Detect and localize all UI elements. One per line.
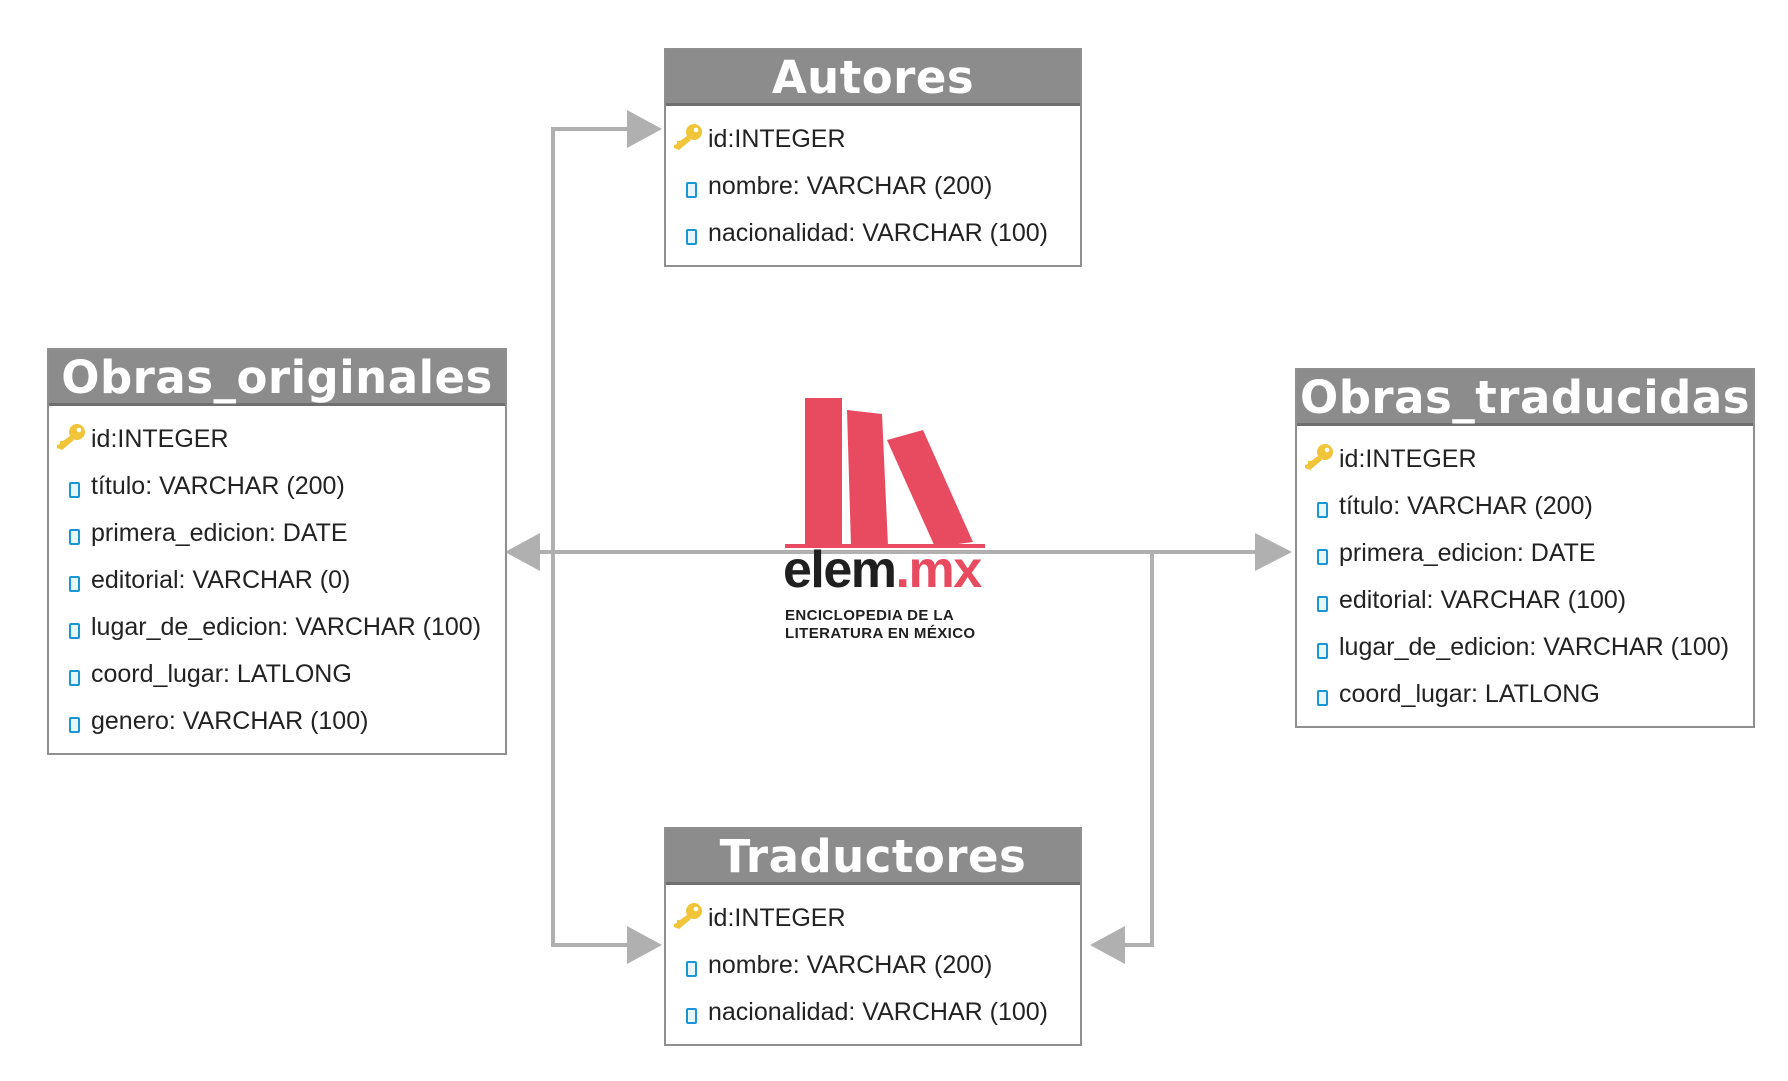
field-label: nombre: VARCHAR (200): [708, 172, 993, 200]
field-row-nombre: nombre: VARCHAR (200): [666, 942, 1080, 989]
field-label: nombre: VARCHAR (200): [708, 951, 993, 979]
field-icon: [686, 961, 697, 977]
table-autores: Autores id:INTEGER nombre: VARCHAR (200) na…: [664, 48, 1082, 267]
field-label: id:INTEGER: [1339, 445, 1477, 473]
connector-traductores: [1125, 552, 1154, 947]
elem-mx-logo: elem.mx ENCICLOPEDIA DE LA LITERATURA EN…: [775, 392, 1005, 652]
field-row-primera-edicion: primera_edicion: DATE: [1297, 530, 1753, 577]
field-row-titulo: título: VARCHAR (200): [49, 463, 505, 510]
field-label: lugar_de_edicion: VARCHAR (100): [91, 613, 482, 641]
arrowhead-traductores-left: [627, 926, 662, 964]
key-icon: [674, 124, 702, 150]
arrowhead-obras-originales: [505, 533, 540, 571]
field-icon: [69, 717, 80, 733]
field-row-id: id:INTEGER: [666, 895, 1080, 942]
field-label: coord_lugar: LATLONG: [1339, 680, 1600, 708]
field-label: lugar_de_edicion: VARCHAR (100): [1339, 633, 1730, 661]
field-icon: [686, 1008, 697, 1024]
field-row-editorial: editorial: VARCHAR (100): [1297, 577, 1753, 624]
field-list: id:INTEGER nombre: VARCHAR (200) nacionali…: [666, 106, 1080, 257]
field-label: título: VARCHAR (200): [1339, 492, 1593, 520]
field-row-titulo: título: VARCHAR (200): [1297, 483, 1753, 530]
logo-tagline-1: ENCICLOPEDIA DE LA: [785, 607, 955, 624]
field-icon: [1317, 690, 1328, 706]
field-icon: [1317, 596, 1328, 612]
field-row-id: id:INTEGER: [666, 116, 1080, 163]
field-row-primera-edicion: primera_edicion: DATE: [49, 510, 505, 557]
field-icon: [69, 482, 80, 498]
table-title: Traductores: [666, 829, 1080, 885]
field-icon: [1317, 643, 1328, 659]
wordmark-accent: .mx: [895, 541, 983, 599]
arrowhead-autores: [627, 110, 662, 148]
books-logo-icon: [785, 398, 985, 548]
field-row-id: id:INTEGER: [1297, 436, 1753, 483]
field-label: título: VARCHAR (200): [91, 472, 345, 500]
field-row-lugar-de-edicion: lugar_de_edicion: VARCHAR (100): [49, 604, 505, 651]
key-icon: [1305, 444, 1333, 470]
wordmark-main: elem: [783, 541, 897, 599]
field-label: editorial: VARCHAR (100): [1339, 586, 1627, 614]
field-row-genero: genero: VARCHAR (100): [49, 698, 505, 745]
key-icon: [57, 424, 85, 450]
field-icon: [686, 182, 697, 198]
field-icon: [686, 229, 697, 245]
table-title: Obras_traducidas: [1297, 370, 1753, 426]
field-icon: [69, 623, 80, 639]
field-row-coord-lugar: coord_lugar: LATLONG: [49, 651, 505, 698]
table-title: Obras_originales: [49, 350, 505, 406]
field-row-editorial: editorial: VARCHAR (0): [49, 557, 505, 604]
field-icon: [69, 529, 80, 545]
field-row-coord-lugar: coord_lugar: LATLONG: [1297, 671, 1753, 718]
field-list: id:INTEGER nombre: VARCHAR (200) nacionali…: [666, 885, 1080, 1036]
logo-tagline-2: LITERATURA EN MÉXICO: [785, 625, 976, 642]
field-icon: [69, 670, 80, 686]
arrowhead-obras-traducidas: [1255, 533, 1292, 571]
field-label: id:INTEGER: [708, 904, 846, 932]
field-row-nacionalidad: nacionalidad: VARCHAR (100): [666, 210, 1080, 257]
field-list: id:INTEGER título: VARCHAR (200) primera_e…: [1297, 426, 1753, 718]
field-label: id:INTEGER: [708, 125, 846, 153]
table-obras-originales: Obras_originales id:INTEGER título: VARCHA…: [47, 348, 507, 755]
arrowhead-traductores-right: [1090, 926, 1125, 964]
field-label: primera_edicion: DATE: [91, 519, 348, 547]
field-icon: [1317, 549, 1328, 565]
field-label: editorial: VARCHAR (0): [91, 566, 351, 594]
field-label: genero: VARCHAR (100): [91, 707, 369, 735]
field-icon: [1317, 502, 1328, 518]
table-obras-traducidas: Obras_traducidas id:INTEGER título: VARCHA…: [1295, 368, 1755, 728]
key-icon: [674, 903, 702, 929]
field-list: id:INTEGER título: VARCHAR (200) primera_e…: [49, 406, 505, 745]
logo-wordmark: elem.mx: [783, 541, 983, 599]
field-row-lugar-de-edicion: lugar_de_edicion: VARCHAR (100): [1297, 624, 1753, 671]
field-label: nacionalidad: VARCHAR (100): [708, 998, 1048, 1026]
field-row-id: id:INTEGER: [49, 416, 505, 463]
field-label: coord_lugar: LATLONG: [91, 660, 352, 688]
field-icon: [69, 576, 80, 592]
table-title: Autores: [666, 50, 1080, 106]
table-traductores: Traductores id:INTEGER nombre: VARCHAR (20…: [664, 827, 1082, 1046]
connector-autores: [551, 127, 627, 947]
field-label: id:INTEGER: [91, 425, 229, 453]
field-label: nacionalidad: VARCHAR (100): [708, 219, 1048, 247]
field-row-nacionalidad: nacionalidad: VARCHAR (100): [666, 989, 1080, 1036]
field-label: primera_edicion: DATE: [1339, 539, 1596, 567]
field-row-nombre: nombre: VARCHAR (200): [666, 163, 1080, 210]
